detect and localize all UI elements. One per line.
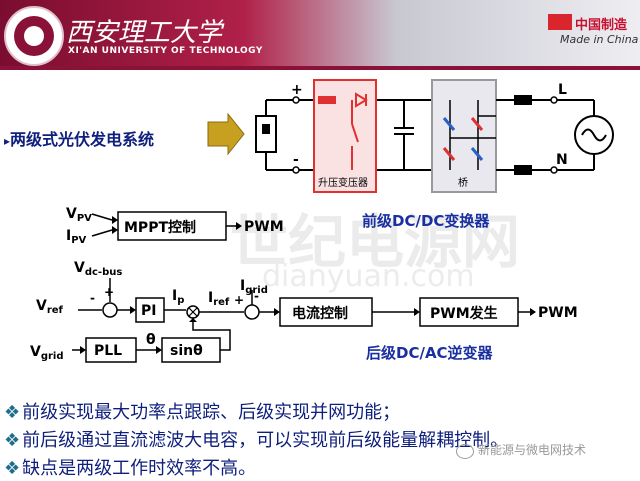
theta-label: θ: [146, 332, 156, 348]
diamond-bullet-icon: ❖: [4, 402, 21, 423]
pwm-output-front: PWM: [244, 219, 284, 235]
pwm-generator-label: PWM发生: [430, 305, 498, 322]
bullet-2: ❖前后级通过直流滤波大电容，可以实现前后级能量解耦控制。: [4, 430, 509, 451]
vref-label: Vref: [36, 298, 64, 316]
neutral-terminal-N: N: [556, 152, 568, 168]
pi-label: PI: [141, 303, 156, 319]
university-logo: [4, 6, 64, 66]
vgrid-label: Vgrid: [30, 344, 64, 362]
diamond-bullet-icon: ❖: [4, 458, 21, 479]
header-banner: [0, 0, 640, 70]
mppt-label: MPPT控制: [124, 219, 196, 236]
plus-sign: +: [104, 285, 114, 299]
sin-label: sinθ: [170, 343, 203, 359]
made-in-china-en: Made in China: [560, 33, 639, 46]
line-terminal-L: L: [558, 82, 567, 98]
summing-junction-1: [102, 302, 118, 318]
pwm-output-rear: PWM: [538, 305, 578, 321]
diamond-bullet-icon: ❖: [4, 430, 21, 451]
current-control-block: [279, 297, 373, 327]
pll-label: PLL: [94, 343, 122, 359]
china-flag-icon: [548, 14, 572, 30]
iref-label: Iref: [208, 290, 230, 308]
bridge-box: [431, 79, 497, 193]
igrid-label: Igrid: [240, 278, 268, 296]
university-name-cn: 西安理工大学: [66, 18, 223, 48]
bullet-3: ❖缺点是两级工作时效率不高。: [4, 458, 257, 479]
watermark-url: dianyuan.com: [262, 259, 475, 294]
pi-block: [135, 297, 165, 323]
vdc-bus-label: Vdc-bus: [74, 260, 122, 278]
front-stage-caption: 前级DC/DC变换器: [362, 212, 490, 230]
made-in-china-cn: 中国制造: [575, 18, 628, 33]
plus-sign-2: +: [234, 293, 244, 307]
system-title: ▸两级式光伏发电系统: [4, 130, 155, 149]
arrow-icon: [207, 112, 245, 156]
pwm-generator-block: [419, 297, 519, 327]
mppt-block: [117, 211, 227, 241]
header-strip: [0, 66, 640, 70]
summing-junction-2: [244, 304, 260, 320]
ip-label: Ip: [172, 288, 184, 306]
bridge-label: 桥: [458, 177, 468, 189]
vpv-label: VPV: [66, 206, 92, 224]
rear-stage-caption: 后级DC/AC逆变器: [366, 344, 494, 362]
minus-sign: -: [90, 291, 95, 305]
minus-terminal: -: [293, 152, 299, 168]
watermark: 世纪电源网: [230, 208, 520, 276]
university-name-en: XI'AN UNIVERSITY OF TECHNOLOGY: [68, 46, 263, 56]
plus-terminal: +: [291, 82, 303, 98]
boost-converter-label: 升压变压器: [318, 176, 368, 189]
wechat-icon: [456, 444, 474, 459]
wechat-account: 新能源与微电网技术: [478, 443, 587, 457]
current-control-label: 电流控制: [292, 305, 348, 322]
minus-sign-2: -: [254, 289, 259, 303]
bullet-1: ❖前级实现最大功率点跟踪、后级实现并网功能；: [4, 402, 401, 423]
ipv-label: IPV: [66, 228, 87, 246]
triangle-bullet-icon: ▸: [4, 134, 11, 148]
